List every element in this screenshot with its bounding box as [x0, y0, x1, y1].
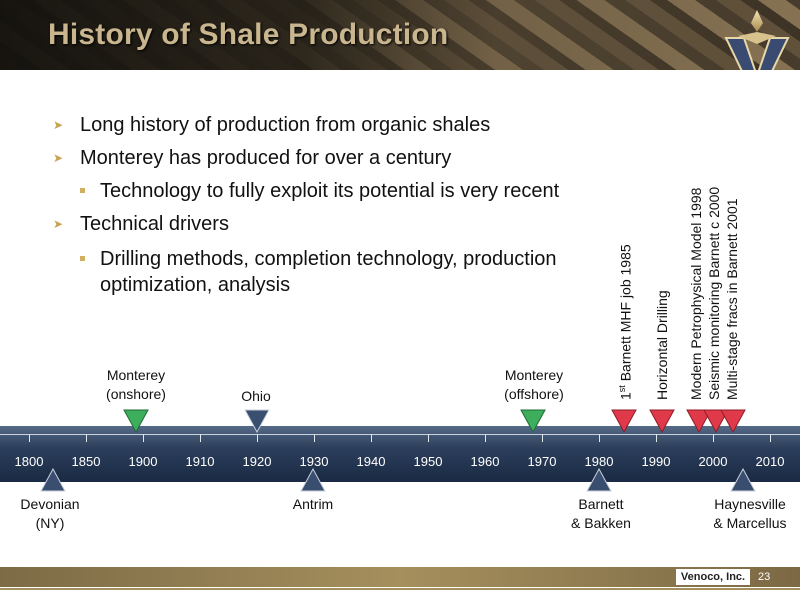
bullet-3-text: Technical drivers: [80, 213, 229, 235]
label-barnett-bakken: Barnett& Bakken: [571, 496, 631, 531]
year-label: 1950: [413, 454, 443, 469]
arrow-bullet-icon: ➤: [53, 151, 64, 165]
year-label: 1980: [584, 454, 614, 469]
arrow-bullet-icon: ➤: [53, 118, 64, 132]
year-label: 1850: [71, 454, 101, 469]
year-label: 2010: [755, 454, 785, 469]
company-name: Venoco, Inc.: [676, 569, 750, 585]
tick: [428, 434, 429, 442]
footer-bar: [0, 567, 800, 587]
bullet-1: ➤ Long history of production from organi…: [53, 114, 491, 137]
page-number: 23: [758, 571, 771, 583]
year-label: 1960: [470, 454, 500, 469]
bullet-3: ➤ Technical drivers: [53, 213, 229, 236]
tick: [599, 434, 600, 442]
bullet-2: ➤ Monterey has produced for over a centu…: [53, 147, 452, 170]
page-title: History of Shale Production: [48, 18, 449, 51]
year-label: 1970: [527, 454, 557, 469]
bullet-3-sub: Drilling methods, completion technology,…: [80, 248, 557, 271]
marker-devonian: [40, 468, 66, 492]
square-bullet-icon: [80, 256, 85, 261]
year-label: 1900: [128, 454, 158, 469]
bullet-2-sub-text: Technology to fully exploit its potentia…: [100, 180, 560, 202]
year-label: 1930: [299, 454, 329, 469]
label-haynesville-marcellus: Haynesville& Marcellus: [713, 496, 787, 531]
tick: [29, 434, 30, 442]
square-bullet-icon: [80, 188, 85, 193]
tick: [200, 434, 201, 442]
marker-monterey-offshore: [520, 409, 546, 433]
tick: [713, 434, 714, 442]
tick: [314, 434, 315, 442]
year-label: 1910: [185, 454, 215, 469]
footer-line: [0, 588, 800, 590]
tick: [542, 434, 543, 442]
label-monterey-onshore: Monterey(onshore): [106, 367, 166, 402]
marker-ohio: [244, 409, 270, 433]
arrow-bullet-icon: ➤: [53, 217, 64, 231]
tick: [656, 434, 657, 442]
year-label: 1800: [14, 454, 44, 469]
bullet-3-sub-text-line2: optimization, analysis: [100, 274, 291, 296]
bullet-3-sub-cont: optimization, analysis: [100, 274, 290, 297]
milestone-multistage-fracs: Multi-stage fracs in Barnett 2001: [724, 198, 740, 400]
venoco-logo: [724, 10, 790, 70]
timeline-line: [0, 434, 800, 435]
marker-seismic-monitoring: [703, 409, 729, 433]
year-label: 1940: [356, 454, 386, 469]
marker-monterey-onshore: [123, 409, 149, 433]
marker-barnett-bakken: [586, 468, 612, 492]
tick: [371, 434, 372, 442]
marker-multistage-fracs: [720, 409, 746, 433]
marker-horizontal-drilling: [649, 409, 675, 433]
bullet-1-text: Long history of production from organic …: [80, 114, 491, 136]
milestone-horizontal-drilling: Horizontal Drilling: [654, 290, 670, 400]
marker-haynesville-marcellus: [730, 468, 756, 492]
header-banner: History of Shale Production: [0, 0, 800, 70]
label-monterey-offshore: Monterey(offshore): [504, 367, 564, 402]
tick: [86, 434, 87, 442]
marker-antrim: [300, 468, 326, 492]
tick: [770, 434, 771, 442]
label-ohio: Ohio: [241, 388, 271, 404]
tick: [485, 434, 486, 442]
label-antrim: Antrim: [292, 496, 334, 512]
tick: [257, 434, 258, 442]
year-label: 1990: [641, 454, 671, 469]
milestone-petrophysical-model: Modern Petrophysical Model 1998: [688, 187, 704, 400]
year-label: 2000: [698, 454, 728, 469]
milestone-seismic-monitoring: Seismic monitoring Barnett c 2000: [706, 186, 722, 400]
bullet-2-text: Monterey has produced for over a century: [80, 147, 452, 169]
marker-barnett-mhf: [611, 409, 637, 433]
marker-petrophysical-model: [686, 409, 712, 433]
tick: [143, 434, 144, 442]
timeline-bar: 1800 1850 1900 1910 1920 1930 1940 1950 …: [0, 426, 800, 482]
bullet-2-sub: Technology to fully exploit its potentia…: [80, 180, 560, 203]
year-label: 1920: [242, 454, 272, 469]
milestone-barnett-mhf: 1st Barnett MHF job 1985: [617, 244, 634, 400]
label-devonian: Devonian(NY): [20, 496, 80, 531]
bullet-3-sub-text-line1: Drilling methods, completion technology,…: [100, 248, 557, 270]
